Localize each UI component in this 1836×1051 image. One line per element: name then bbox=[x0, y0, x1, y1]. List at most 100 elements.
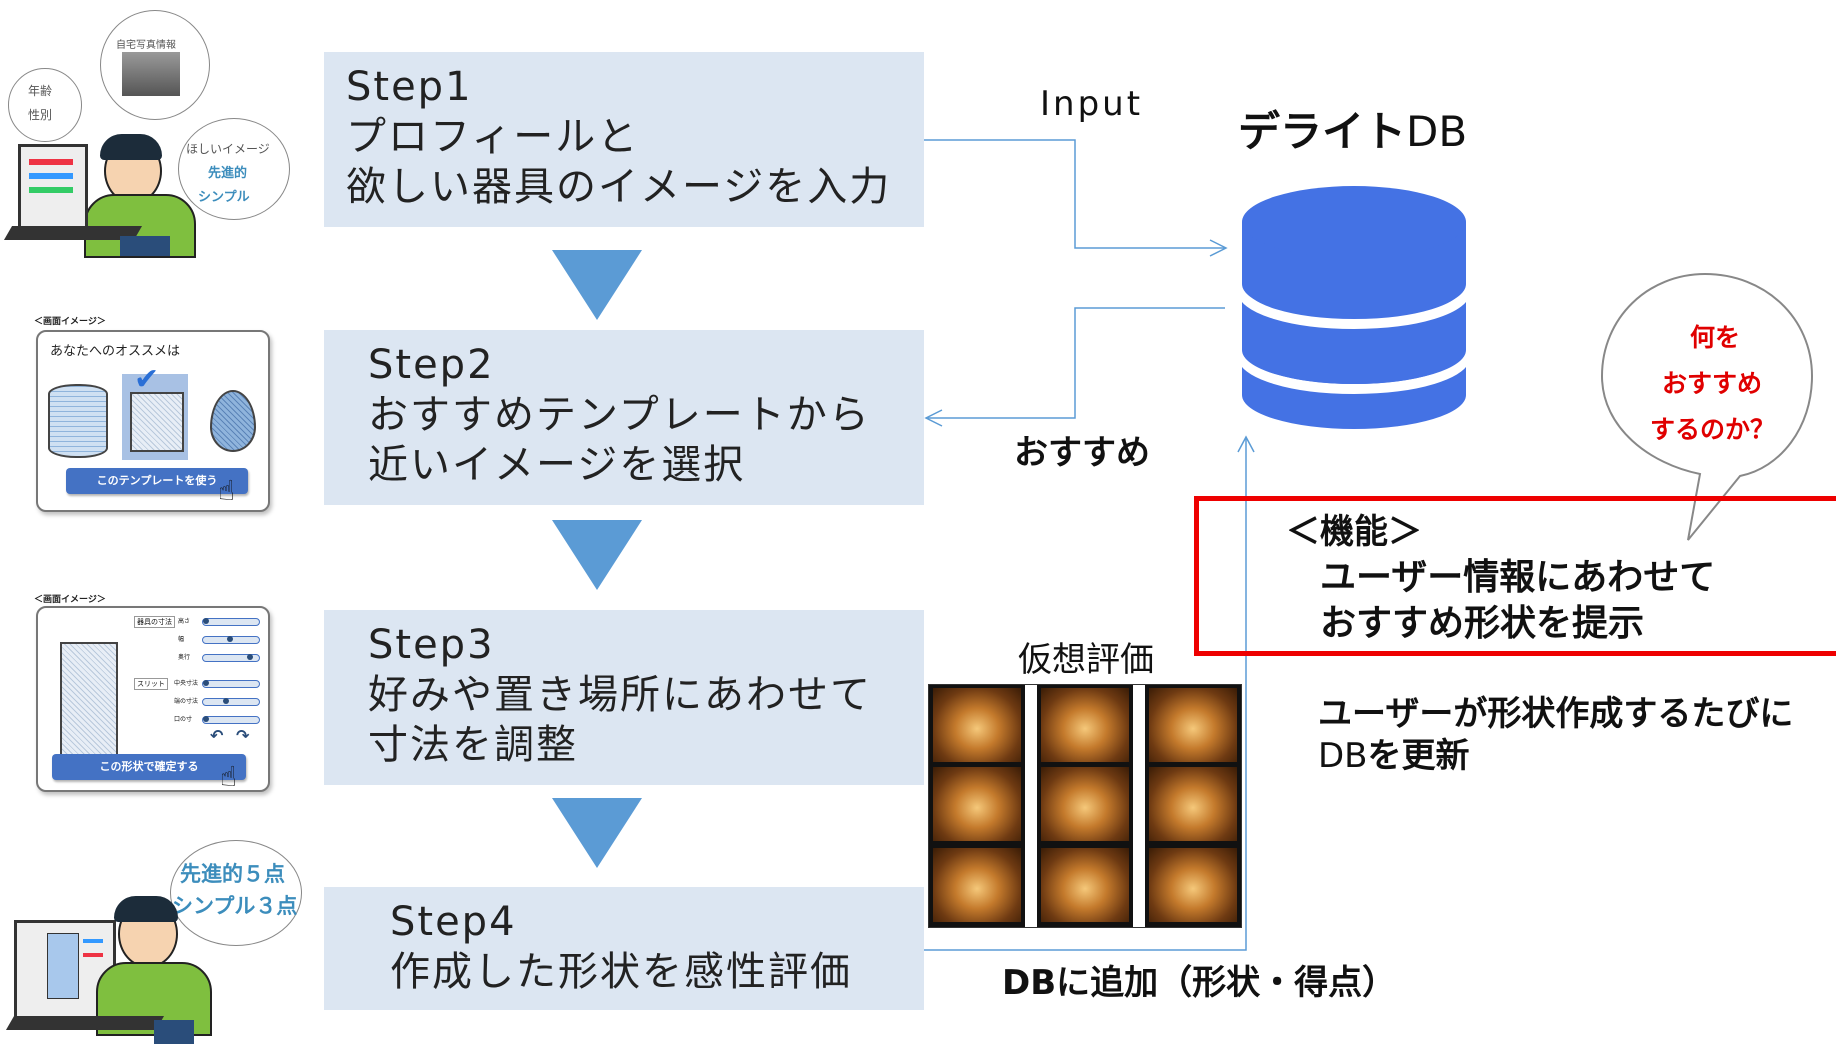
size-slider[interactable] bbox=[202, 716, 260, 724]
thumb2-header: ＜画面イメージ＞ bbox=[34, 317, 106, 327]
slider-group2-label: スリット bbox=[134, 678, 168, 690]
slider-label: 端の寸法 bbox=[174, 698, 199, 705]
template-select-thumbnail: あなたへのオススメは ✔ このテンプレートを使う ☝ bbox=[36, 330, 270, 512]
virtual-eval-photo bbox=[933, 848, 1021, 922]
flow-arrow-3 bbox=[552, 798, 642, 868]
size-slider[interactable] bbox=[202, 698, 260, 706]
pointer-hand-icon: ☝ bbox=[220, 760, 238, 793]
person-hair bbox=[100, 134, 162, 160]
input-label: Input bbox=[1040, 84, 1144, 124]
thought-bubble bbox=[178, 118, 290, 220]
bubble-age: 年齢 bbox=[28, 84, 53, 98]
person-pants bbox=[154, 1020, 194, 1044]
bubble-image-label: ほしいイメージ bbox=[186, 142, 270, 156]
cylinder-shape bbox=[48, 384, 108, 458]
function-box bbox=[1194, 496, 1836, 656]
slider-label: 奥行 bbox=[178, 654, 191, 661]
slider-group1-label: 器具の寸法 bbox=[134, 616, 175, 628]
size-slider[interactable] bbox=[202, 636, 260, 644]
flow-arrow-2 bbox=[552, 520, 642, 590]
laptop-screen bbox=[18, 144, 88, 230]
add-db-arrowhead bbox=[1237, 435, 1255, 453]
callout-bubble-shape bbox=[1600, 272, 1814, 541]
drop-shape bbox=[210, 390, 256, 452]
slider-label: 中央寸法 bbox=[174, 680, 199, 687]
score-simple: シンプル３点 bbox=[172, 894, 298, 918]
recommend-connector bbox=[926, 307, 1225, 419]
bubble-gender: 性別 bbox=[28, 108, 53, 122]
recommend-label: おすすめ bbox=[1014, 433, 1150, 473]
callout-line1: 何を bbox=[1690, 323, 1741, 352]
virtual-eval-photo bbox=[1149, 767, 1237, 841]
callout-line3: するのか？ bbox=[1650, 415, 1776, 444]
user-illustration-input: 年齢 性別 自宅写真情報 ほしいイメージ 先進的 シンプル bbox=[3, 6, 290, 258]
bubble-simple: シンプル bbox=[198, 190, 250, 205]
step2-box: Step2 おすすめテンプレートから 近いイメージを選択 bbox=[324, 330, 924, 505]
size-slider[interactable] bbox=[202, 654, 260, 662]
virtual-eval-photo bbox=[1041, 848, 1129, 922]
size-slider[interactable] bbox=[202, 618, 260, 626]
person-hair bbox=[114, 896, 178, 922]
slider-label: 高さ bbox=[178, 618, 191, 625]
laptop-base bbox=[5, 1016, 165, 1030]
step2-line2: 近いイメージを選択 bbox=[368, 442, 746, 488]
step1-line1: プロフィールと bbox=[346, 114, 640, 160]
undo-icon[interactable]: ↶ bbox=[210, 726, 224, 745]
input-arrowhead bbox=[1209, 239, 1228, 257]
use-template-button[interactable]: このテンプレートを使う bbox=[66, 468, 248, 494]
callout-line2: おすすめ bbox=[1662, 369, 1763, 398]
size-adjust-thumbnail: 器具の寸法 スリット 高さ 幅 奥行 中央寸法 端の寸法 口の寸 ↶ ↷ この形… bbox=[36, 606, 270, 793]
thumb2-caption: あなたへのオススメは bbox=[50, 344, 181, 359]
grid-divider bbox=[1133, 685, 1145, 927]
step3-box: Step3 好みや置き場所にあわせて 寸法を調整 bbox=[324, 610, 924, 785]
virtual-eval-label: 仮想評価 bbox=[1018, 640, 1154, 680]
function-line1: ユーザー情報にあわせて bbox=[1320, 557, 1716, 598]
db-title: デライトDB bbox=[1238, 98, 1467, 159]
step4-line1: 作成した形状を感性評価 bbox=[390, 949, 852, 995]
update-note-db: DB bbox=[1318, 736, 1368, 776]
slider-label: 幅 bbox=[178, 636, 185, 643]
check-icon: ✔ bbox=[134, 362, 160, 397]
virtual-eval-photo bbox=[933, 767, 1021, 841]
step1-box: Step1 プロフィールと 欲しい器具のイメージを入力 bbox=[324, 52, 924, 227]
redo-icon[interactable]: ↷ bbox=[236, 726, 250, 745]
step4-box: Step4 作成した形状を感性評価 bbox=[324, 887, 924, 1010]
person-pants bbox=[120, 236, 170, 256]
virtual-eval-photo bbox=[1041, 767, 1129, 841]
function-line2: おすすめ形状を提示 bbox=[1320, 603, 1645, 644]
step2-title: Step2 bbox=[368, 342, 495, 388]
score-bubble bbox=[170, 840, 302, 946]
virtual-eval-photo bbox=[933, 688, 1021, 762]
add-db-connector bbox=[924, 438, 1247, 951]
room-photo bbox=[122, 52, 180, 96]
add-db-label: DBに追加（形状・得点） bbox=[1002, 963, 1397, 1003]
confirm-shape-button[interactable]: この形状で確定する bbox=[52, 754, 246, 780]
cube-shape bbox=[130, 392, 184, 452]
user-illustration-evaluate: 先進的５点 シンプル３点 bbox=[4, 840, 304, 1051]
slider-label: 口の寸 bbox=[174, 716, 193, 723]
pointer-hand-icon: ☝ bbox=[218, 474, 236, 507]
update-note-verb: を更新 bbox=[1367, 736, 1470, 776]
step3-line2: 寸法を調整 bbox=[368, 722, 578, 768]
virtual-eval-image-grid bbox=[928, 684, 1242, 928]
thought-bubble bbox=[8, 68, 82, 142]
bubble-photo-label: 自宅写真情報 bbox=[116, 40, 176, 51]
step2-line1: おすすめテンプレートから bbox=[368, 392, 871, 438]
bubble-advanced: 先進的 bbox=[208, 166, 248, 181]
db-title-suffix: DB bbox=[1406, 107, 1468, 156]
update-note-line1: ユーザーが形状作成するたびに bbox=[1318, 694, 1794, 734]
thumb3-header: ＜画面イメージ＞ bbox=[34, 595, 106, 605]
virtual-eval-photo bbox=[1149, 848, 1237, 922]
database-icon bbox=[1238, 186, 1470, 429]
step1-title: Step1 bbox=[346, 64, 473, 110]
tall-box-shape bbox=[60, 642, 118, 756]
virtual-eval-photo bbox=[1149, 688, 1237, 762]
recommend-arrowhead bbox=[924, 409, 943, 427]
laptop-screen bbox=[14, 920, 116, 1022]
size-slider[interactable] bbox=[202, 680, 260, 688]
virtual-eval-photo bbox=[1041, 688, 1129, 762]
step1-line2: 欲しい器具のイメージを入力 bbox=[346, 164, 892, 210]
function-heading: ＜機能＞ bbox=[1286, 512, 1422, 552]
step3-title: Step3 bbox=[368, 622, 495, 668]
